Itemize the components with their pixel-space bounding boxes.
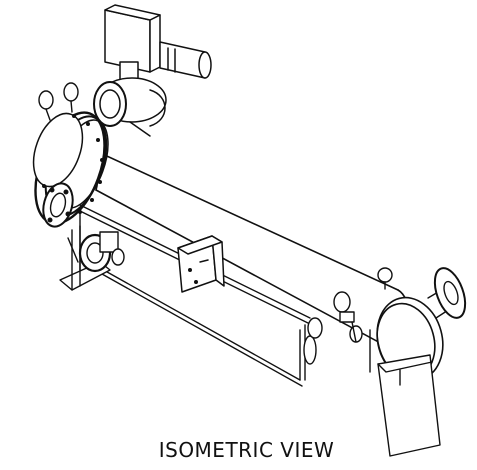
left-lower-nozzle <box>42 182 74 228</box>
pump-assembly <box>67 231 125 273</box>
left-top-gauges <box>38 82 79 121</box>
junction-box <box>177 235 225 293</box>
drain-fitting <box>333 291 363 343</box>
pressure-gauge-right <box>377 267 393 290</box>
top-valve-actuator <box>93 4 212 137</box>
right-support-plate <box>377 354 441 457</box>
right-nozzle <box>427 267 467 319</box>
vertical-drain-pipe <box>303 317 323 381</box>
view-caption: ISOMETRIC VIEW <box>0 438 477 462</box>
main-vessel-body <box>71 139 409 347</box>
view-caption-text: ISOMETRIC VIEW <box>158 438 335 462</box>
